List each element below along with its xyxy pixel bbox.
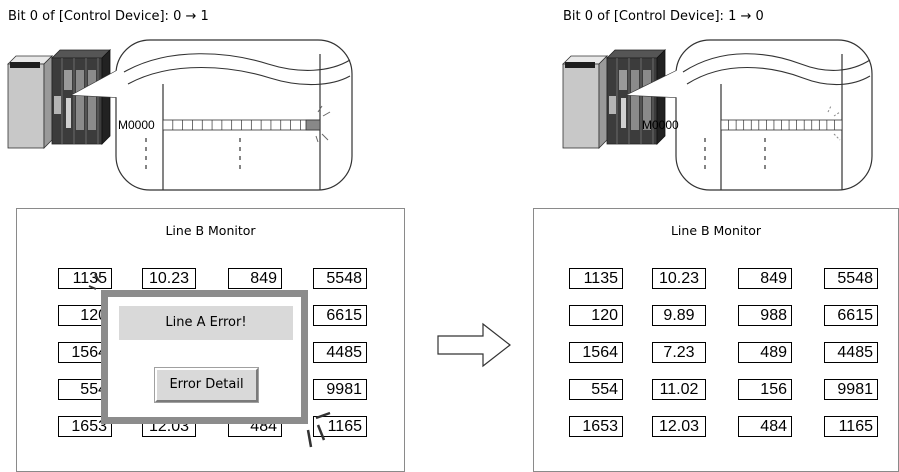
plc-unit-icon — [7, 49, 111, 149]
value-cell: 489 — [738, 342, 792, 363]
value-cell: 1653 — [58, 416, 112, 437]
plc-unit-icon — [562, 49, 666, 149]
value-cell: 554 — [569, 379, 623, 400]
value-cell: 5548 — [313, 268, 367, 289]
value-cell: 12.03 — [652, 416, 706, 437]
value-cell: 554 — [58, 379, 112, 400]
value-cell: 1135 — [58, 268, 112, 289]
error-message: Line A Error! — [119, 306, 293, 340]
value-cell: 4485 — [313, 342, 367, 363]
flash-marks — [88, 273, 331, 448]
error-dialog: Line A Error! Error Detail — [101, 290, 308, 424]
value-cell: 120 — [58, 305, 112, 326]
caption-left: Bit 0 of [Control Device]: 0 → 1 — [8, 9, 209, 24]
ladder-callout — [626, 39, 873, 191]
value-cell: 10.23 — [142, 268, 196, 289]
error-detail-button[interactable]: Error Detail — [154, 367, 259, 403]
device-label-left: M0000 — [118, 118, 155, 132]
value-cell: 1135 — [569, 268, 623, 289]
value-cell: 1165 — [824, 416, 878, 437]
panel-title: Line B Monitor — [670, 223, 762, 238]
ladder-callout — [69, 39, 353, 191]
value-cell: 1653 — [569, 416, 623, 437]
value-cell: 1165 — [313, 416, 367, 437]
value-cell: 9.89 — [652, 305, 706, 326]
value-cell: 484 — [738, 416, 792, 437]
value-cell: 5548 — [824, 268, 878, 289]
value-cell: 4485 — [824, 342, 878, 363]
value-cell: 1564 — [58, 342, 112, 363]
value-cell: 849 — [738, 268, 792, 289]
value-cell: 6615 — [313, 305, 367, 326]
value-cell: 988 — [738, 305, 792, 326]
value-cell: 10.23 — [652, 268, 706, 289]
value-cell: 120 — [569, 305, 623, 326]
panel-title: Line B Monitor — [165, 223, 256, 238]
value-cell: 9981 — [313, 379, 367, 400]
value-cell: 849 — [228, 268, 282, 289]
value-cell: 7.23 — [652, 342, 706, 363]
value-cell: 9981 — [824, 379, 878, 400]
value-cell: 6615 — [824, 305, 878, 326]
value-cell: 156 — [738, 379, 792, 400]
caption-right: Bit 0 of [Control Device]: 1 → 0 — [563, 9, 764, 24]
value-cell: 11.02 — [652, 379, 706, 400]
value-cell: 1564 — [569, 342, 623, 363]
arrow-right-icon — [437, 322, 511, 368]
device-label-right: M0000 — [642, 118, 679, 132]
